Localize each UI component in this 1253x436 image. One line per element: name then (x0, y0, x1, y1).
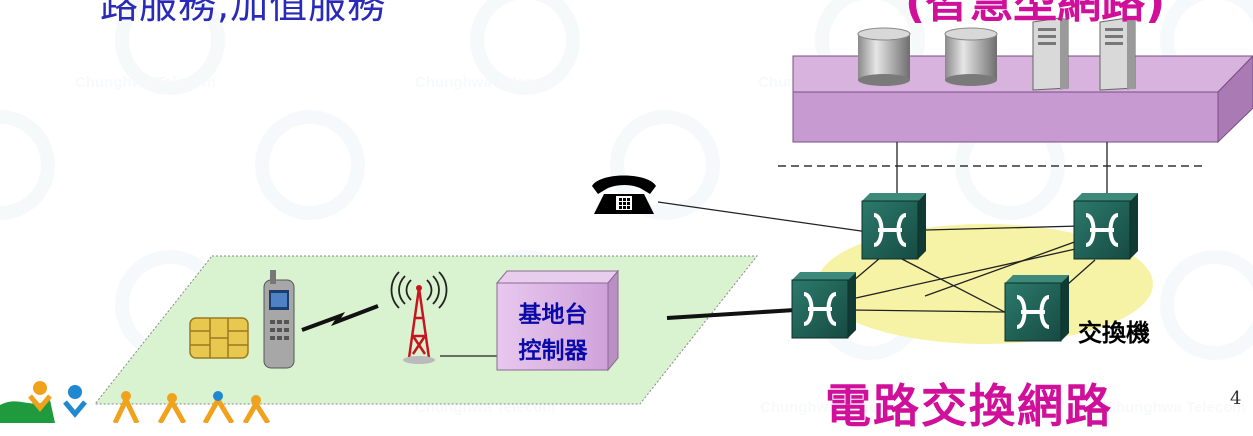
circuit-switched-network-title: 電路交換網路 (825, 379, 1113, 433)
logo-figures (0, 381, 271, 425)
intelligent-network-title: (智慧型網路) (905, 0, 1166, 28)
database-icon (857, 27, 911, 86)
base-station-controller-label: 基地台 控制器 (503, 297, 603, 369)
switch-icon (861, 193, 926, 260)
watermark-text: Chunghwa Telecom (760, 399, 901, 416)
base-station-controller (495, 269, 620, 372)
mobile-phone-icon (263, 270, 295, 369)
switch-icon (791, 272, 856, 339)
watermark-text: Chunghwa Telecom (1105, 399, 1246, 416)
network-diagram: Chunghwa Telecom Chunghwa Telecom Chungh… (0, 17, 1253, 425)
slide-number: 4 (1230, 388, 1242, 409)
top-left-caption: 路服務,加值服務 (100, 0, 387, 27)
switch-icon (1004, 275, 1069, 342)
network-links (657, 142, 1108, 321)
bsc-trunk-link (666, 308, 796, 320)
watermark-text: Chunghwa Telecom (75, 74, 216, 91)
switch-icon (1073, 193, 1138, 260)
server-icon (1099, 17, 1136, 91)
server-icon (1032, 17, 1069, 91)
switch-label: 交換機 (1078, 319, 1150, 347)
antenna-tower-icon (390, 271, 448, 364)
telephone-icon (592, 175, 656, 214)
radio-link (301, 304, 379, 332)
sim-card-icon (189, 317, 249, 359)
database-icon (944, 27, 998, 86)
bsc-label-line-2: 控制器 (518, 338, 588, 364)
watermark-text: Chunghwa Telecom (415, 74, 556, 91)
bsc-label-line-1: 基地台 (518, 302, 588, 328)
